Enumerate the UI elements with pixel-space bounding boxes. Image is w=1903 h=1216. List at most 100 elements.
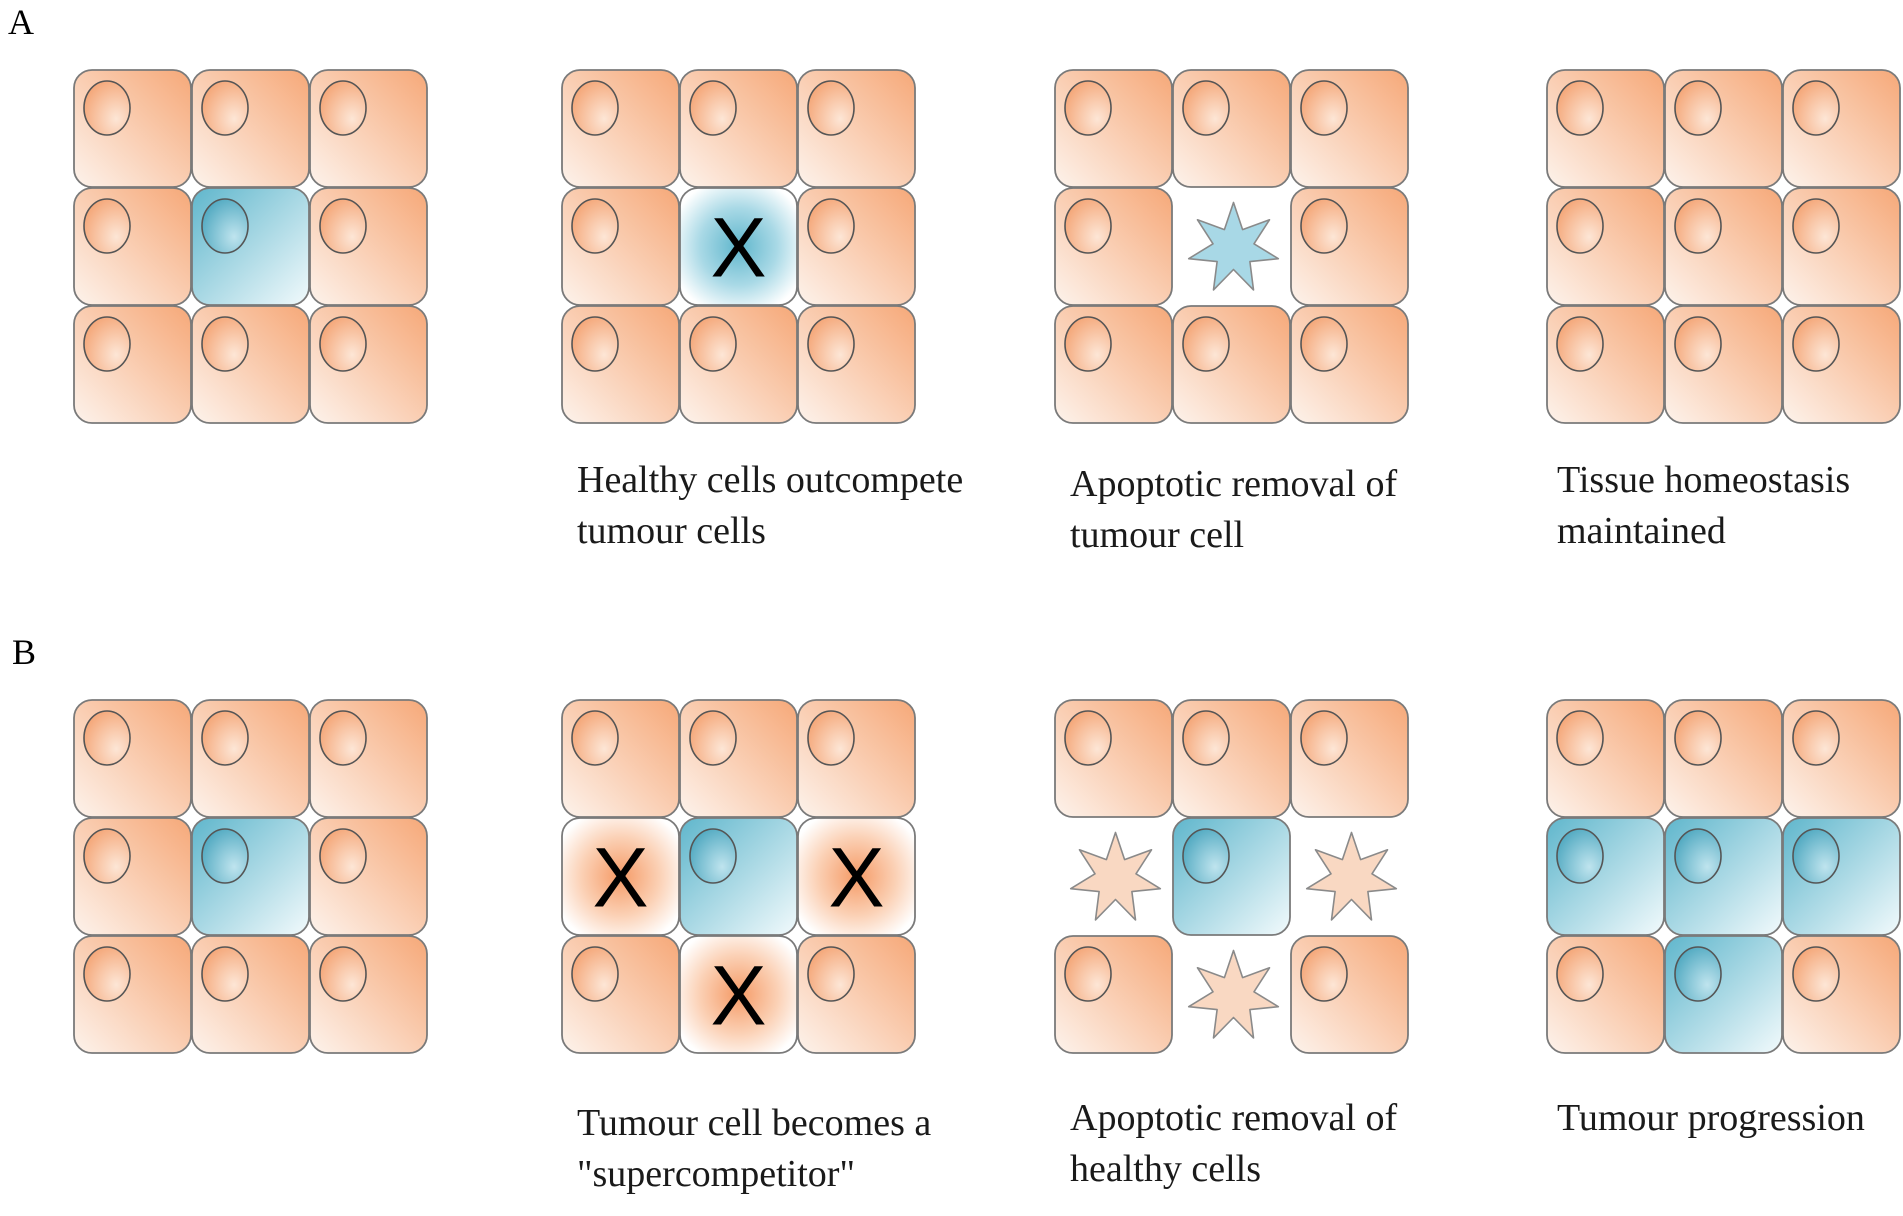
healthy-cell (1664, 69, 1783, 188)
apoptotic-healthy-cell (1305, 831, 1398, 921)
caption-line: Tumour cell becomes a (577, 1102, 931, 1144)
tumour-cell (679, 817, 798, 936)
healthy-cell (309, 935, 428, 1054)
dying-tumour-cell: X (679, 187, 798, 306)
healthy-cell (309, 699, 428, 818)
panel-b3: Apoptotic removal of healthy cells (1054, 699, 1409, 1190)
nucleus (1674, 828, 1722, 884)
nucleus (1300, 80, 1348, 136)
tumour-cell (1546, 817, 1665, 936)
nucleus (83, 710, 131, 766)
nucleus (201, 80, 249, 136)
nucleus (571, 198, 619, 254)
panel-a4: Tissue homeostasis maintained (1546, 69, 1901, 552)
healthy-cell (1172, 699, 1291, 818)
healthy-cell (561, 305, 680, 424)
nucleus (1674, 710, 1722, 766)
x-mark-icon: X (710, 201, 766, 295)
nucleus (1064, 80, 1112, 136)
caption-line: Apoptotic removal of (1070, 1097, 1397, 1139)
healthy-cell (309, 187, 428, 306)
nucleus (1674, 316, 1722, 372)
nucleus (807, 198, 855, 254)
healthy-cell (73, 187, 192, 306)
nucleus (689, 80, 737, 136)
healthy-cell (561, 69, 680, 188)
healthy-cell (797, 305, 916, 424)
cell-body (679, 187, 798, 306)
nucleus (1556, 80, 1604, 136)
healthy-cell (1290, 305, 1409, 424)
healthy-cell (1172, 69, 1291, 188)
healthy-cell (797, 69, 916, 188)
cell-body (797, 817, 916, 936)
nucleus (571, 316, 619, 372)
caption-line: maintained (1557, 510, 1726, 552)
apoptotic-tumour-cell (1187, 201, 1280, 291)
nucleus (201, 710, 249, 766)
healthy-cell (1546, 69, 1665, 188)
nucleus (1674, 946, 1722, 1002)
nucleus (1556, 946, 1604, 1002)
nucleus (201, 946, 249, 1002)
nucleus (1064, 316, 1112, 372)
caption-line: tumour cell (1070, 514, 1244, 556)
row-label-a: A (8, 2, 34, 42)
nucleus (1300, 946, 1348, 1002)
dying-healthy-cell: X (561, 817, 680, 936)
healthy-cell (1054, 699, 1173, 818)
nucleus (1182, 80, 1230, 136)
apoptotic-healthy-cell (1069, 831, 1162, 921)
healthy-cell (1054, 187, 1173, 306)
healthy-cell (1664, 305, 1783, 424)
nucleus (319, 946, 367, 1002)
caption-line: Tumour progression (1557, 1097, 1865, 1139)
healthy-cell (561, 699, 680, 818)
nucleus (689, 710, 737, 766)
panel-b1 (73, 699, 428, 1054)
nucleus (83, 828, 131, 884)
caption-line: Healthy cells outcompete (577, 459, 963, 501)
dying-healthy-cell: X (679, 935, 798, 1054)
apoptotic-star-icon (1069, 831, 1162, 921)
healthy-cell (679, 69, 798, 188)
healthy-cell (191, 69, 310, 188)
healthy-cell (1782, 935, 1901, 1054)
nucleus (319, 198, 367, 254)
nucleus (201, 828, 249, 884)
healthy-cell (797, 187, 916, 306)
healthy-cell (73, 699, 192, 818)
healthy-cell (73, 305, 192, 424)
nucleus (83, 198, 131, 254)
caption-line: "supercompetitor" (577, 1153, 855, 1195)
healthy-cell (561, 935, 680, 1054)
nucleus (1556, 198, 1604, 254)
healthy-cell (1546, 305, 1665, 424)
healthy-cell (191, 699, 310, 818)
nucleus (83, 946, 131, 1002)
caption-line: Apoptotic removal of (1070, 463, 1397, 505)
tumour-cell (1172, 817, 1291, 936)
caption-line: healthy cells (1070, 1148, 1261, 1190)
nucleus (201, 316, 249, 372)
nucleus (1064, 710, 1112, 766)
healthy-cell (191, 935, 310, 1054)
nucleus (1182, 710, 1230, 766)
nucleus (807, 710, 855, 766)
healthy-cell (1290, 187, 1409, 306)
healthy-cell (1782, 69, 1901, 188)
caption-line: Tissue homeostasis (1557, 459, 1850, 501)
nucleus (1300, 198, 1348, 254)
healthy-cell (1172, 305, 1291, 424)
nucleus (1300, 710, 1348, 766)
cell-body (679, 935, 798, 1054)
healthy-cell (1546, 935, 1665, 1054)
nucleus (1300, 316, 1348, 372)
tumour-cell (1664, 935, 1783, 1054)
panel-a1 (73, 69, 428, 424)
nucleus (1182, 828, 1230, 884)
nucleus (1792, 946, 1840, 1002)
nucleus (1556, 710, 1604, 766)
